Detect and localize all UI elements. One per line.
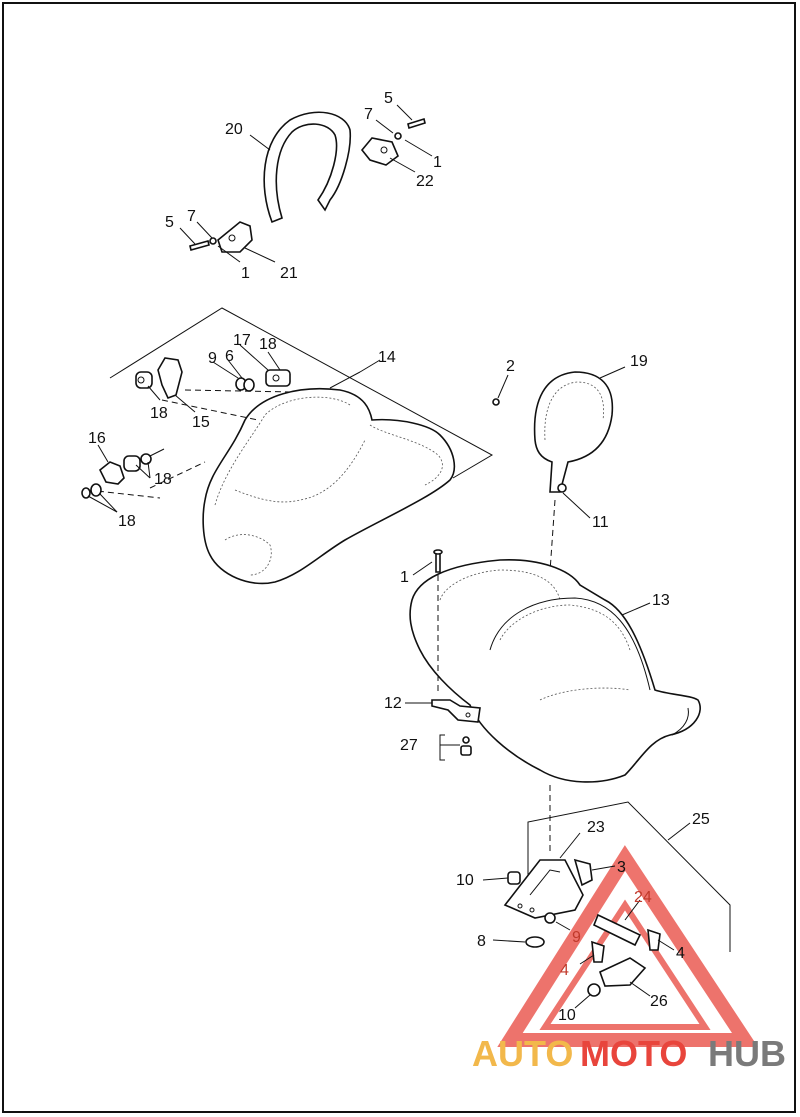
bracket-12 <box>431 699 481 723</box>
backrest-19 <box>533 371 614 493</box>
callout-10a: 10 <box>456 872 474 889</box>
callout-5a: 5 <box>165 214 174 231</box>
callout-13: 13 <box>652 592 670 609</box>
watermark-hub: HUB <box>708 1033 786 1074</box>
fasteners-27 <box>460 736 472 756</box>
callout-14: 14 <box>378 349 396 366</box>
bracket-22 <box>360 137 399 166</box>
screw-5a <box>189 240 210 251</box>
leaders-top <box>179 104 433 263</box>
box-25 <box>527 801 731 952</box>
watermark-auto: AUTO <box>472 1033 573 1074</box>
nut-10a <box>507 871 521 885</box>
watermark-moto: MOTO <box>580 1033 687 1074</box>
callout-18a: 18 <box>259 336 277 353</box>
callout-2: 2 <box>506 358 515 375</box>
leaders-25 <box>482 822 691 1009</box>
callout-7a: 7 <box>187 208 196 225</box>
washer-7b <box>394 132 402 140</box>
callout-labels: 20 5 7 1 22 5 7 1 21 17 18 9 6 14 18 15 … <box>88 90 710 1024</box>
callout-1c: 1 <box>400 569 409 586</box>
backrest-bar-20 <box>263 111 352 224</box>
screw-1c <box>433 549 443 573</box>
bolt-4a <box>591 940 605 963</box>
screw-2 <box>492 398 500 406</box>
washer-7a <box>209 237 217 245</box>
callout-27: 27 <box>400 737 418 754</box>
leaders-13 <box>405 561 651 761</box>
washers-18d <box>81 483 102 499</box>
callout-4a: 4 <box>560 962 569 979</box>
leaders-14 <box>87 344 361 513</box>
callout-15: 15 <box>192 414 210 431</box>
callout-9b: 9 <box>572 929 581 946</box>
callout-7b: 7 <box>364 106 373 123</box>
callout-16: 16 <box>88 430 106 447</box>
callout-8: 8 <box>477 933 486 950</box>
clip-26 <box>599 957 647 987</box>
washer-18c <box>140 448 165 465</box>
callout-26: 26 <box>650 993 668 1010</box>
bushing-18a <box>135 371 153 389</box>
callout-25: 25 <box>692 811 710 828</box>
callout-18b: 18 <box>150 405 168 422</box>
callout-6: 6 <box>225 348 234 365</box>
bracket-21 <box>217 221 253 253</box>
pad-8 <box>525 936 545 948</box>
callout-3: 3 <box>617 859 626 876</box>
watermark-triangle <box>497 845 758 1047</box>
callout-22: 22 <box>416 173 434 190</box>
callout-5b: 5 <box>384 90 393 107</box>
bracket-23 <box>503 859 584 919</box>
screw-5b <box>407 117 426 130</box>
clamp-17 <box>265 369 291 387</box>
callout-18c: 18 <box>154 471 172 488</box>
watermark-text: AUTO MOTO HUB <box>472 1033 786 1074</box>
callout-4b: 4 <box>676 945 685 962</box>
nut-10b <box>587 983 601 997</box>
backrest-pad-14 <box>202 387 456 585</box>
callout-17: 17 <box>233 332 251 349</box>
washer-6 <box>243 378 255 392</box>
bolt-3 <box>573 858 593 887</box>
callout-23: 23 <box>587 819 605 836</box>
callout-20: 20 <box>225 121 243 138</box>
bushing-18b <box>123 455 141 472</box>
washer-9b <box>544 912 556 924</box>
callout-18d: 18 <box>118 513 136 530</box>
callout-12: 12 <box>384 695 402 712</box>
callout-9a: 9 <box>208 350 217 367</box>
bolt-4b <box>647 928 661 951</box>
callout-10b: 10 <box>558 1007 576 1024</box>
callout-1b: 1 <box>241 265 250 282</box>
leaders-19 <box>497 366 626 519</box>
seat-13 <box>409 559 701 783</box>
callout-1a: 1 <box>433 154 442 171</box>
latch-16 <box>98 461 125 485</box>
callout-19: 19 <box>630 353 648 370</box>
callout-24: 24 <box>634 889 652 906</box>
strap-24 <box>592 913 642 947</box>
callout-11: 11 <box>592 514 609 531</box>
latch-15 <box>157 357 183 400</box>
box-14 <box>109 307 494 479</box>
callout-21: 21 <box>280 265 298 282</box>
